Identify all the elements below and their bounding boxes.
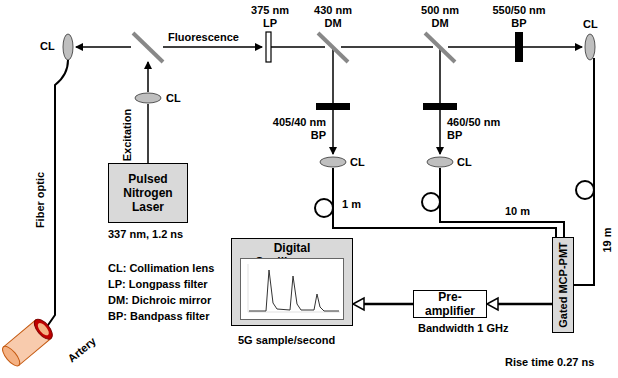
connector-line	[497, 303, 552, 306]
filter-label: 550/50 nm BP	[487, 4, 551, 30]
mirror-label: 430 nm DM	[309, 4, 357, 30]
signal-trace	[249, 270, 339, 311]
screen-grid	[248, 264, 340, 312]
beam-label: Excitation	[121, 109, 134, 162]
filter-label: 375 nm LP	[246, 4, 294, 30]
fiber-label: Fiber optic	[34, 172, 47, 228]
fiber-length: 10 m	[505, 205, 530, 218]
lens-label: CL	[350, 156, 365, 169]
signal-connector	[487, 298, 552, 310]
node-label: Pulsed Nitrogen Laser	[113, 172, 183, 214]
beam-label: Fluorescence	[168, 31, 239, 44]
lens-label: CL	[40, 40, 55, 53]
node-label: Pre-amplifier	[418, 290, 482, 318]
beam-path	[76, 47, 582, 163]
connector-line	[363, 303, 413, 306]
arrow-head	[353, 298, 364, 310]
filter-label: 460/50 nm BP	[447, 116, 511, 142]
laser-spec: 337 nm, 1.2 ns	[108, 228, 183, 241]
fiber-length: 19 m	[601, 227, 614, 252]
fiber-length: 1 m	[342, 198, 361, 211]
laser-box: Pulsed Nitrogen Laser	[108, 163, 188, 223]
instrument-spec: 5G sample/second	[238, 334, 335, 347]
oscilloscope-screen	[240, 258, 344, 320]
lens-label: CL	[457, 156, 472, 169]
artery-illustration	[0, 316, 56, 368]
node-label: Gated MCP-PMT	[556, 242, 570, 328]
optical-fiber	[46, 58, 594, 328]
instrument-spec: Rise time 0.27 ns	[505, 356, 594, 369]
abbreviation-note: DM: Dichroic mirror	[108, 294, 211, 307]
abbreviation-note: BP: Bandpass filter	[108, 310, 209, 323]
abbreviation-note: CL: Collimation lens	[108, 262, 214, 275]
detector-box: Gated MCP-PMT	[552, 237, 574, 333]
amplifier-box: Pre-amplifier	[413, 290, 487, 318]
sample-label: Artery	[65, 335, 98, 366]
bandpass-filter	[316, 32, 523, 110]
lens-label: CL	[166, 92, 181, 105]
arrow-head	[487, 298, 498, 310]
signal-connector	[353, 298, 413, 310]
abbreviation-note: LP: Longpass filter	[108, 278, 208, 291]
filter-label: 405/40 nm BP	[262, 116, 326, 142]
longpass-filter	[266, 32, 271, 62]
instrument-spec: Bandwidth 1 GHz	[418, 322, 508, 335]
mirror-label: 500 nm DM	[416, 4, 464, 30]
lens-label: CL	[583, 18, 598, 31]
